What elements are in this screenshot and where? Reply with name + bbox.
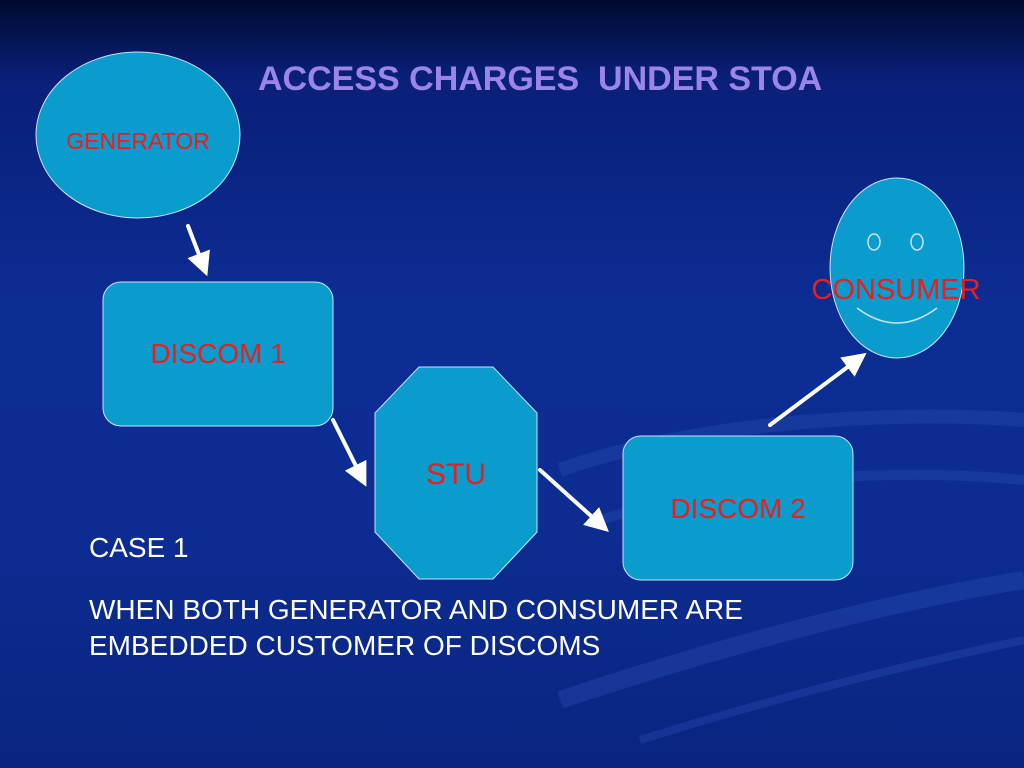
consumer-node <box>829 177 965 359</box>
generator-label: GENERATOR <box>66 128 210 154</box>
case-description-line: EMBEDDED CUSTOMER OF DISCOMS <box>89 630 601 661</box>
slide-title: ACCESS CHARGES UNDER STOA <box>258 60 823 98</box>
discom2-label: DISCOM 2 <box>670 493 806 524</box>
consumer-face <box>829 177 965 359</box>
case-title: CASE 1 <box>89 532 189 563</box>
arrow-discom1-to-stu <box>331 418 367 487</box>
stu-node <box>374 366 538 580</box>
stu-label: STU <box>426 458 486 491</box>
consumer-label: CONSUMER <box>811 274 981 306</box>
case-description: WHEN BOTH GENERATOR AND CONSUMER ARE EMB… <box>89 592 989 664</box>
discom1-label: DISCOM 1 <box>150 338 286 369</box>
case-description-line: WHEN BOTH GENERATOR AND CONSUMER ARE <box>89 594 743 625</box>
arrow-discom2-to-consumer <box>768 352 867 427</box>
consumer-right-eye <box>910 233 924 251</box>
consumer-smile <box>856 307 938 324</box>
arrow-stu-to-discom2 <box>538 468 609 533</box>
arrow-generator-to-discom1 <box>186 224 210 277</box>
consumer-left-eye <box>867 233 881 251</box>
generator-node <box>35 51 241 219</box>
discom2-node <box>622 435 854 581</box>
discom1-node <box>102 281 334 427</box>
